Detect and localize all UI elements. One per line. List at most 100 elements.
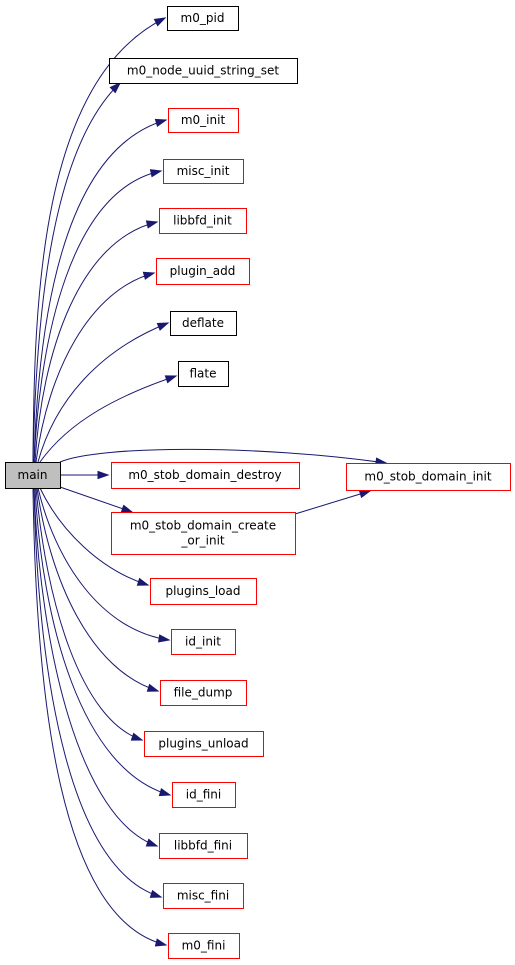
arrowhead-m0_stob_domain_init (358, 490, 372, 499)
arrowhead-m0_pid (153, 17, 167, 27)
arrowhead-misc_fini (149, 889, 163, 898)
node-label-file_dump: file_dump (174, 686, 233, 700)
arrowhead-m0_stob_domain_destroy (97, 470, 110, 480)
node-label-id_fini: id_fini (186, 788, 221, 802)
edge-main-to-libbfd_init (34, 221, 158, 463)
node-label-m0_stob_domain_create_or_init: _or_init (180, 534, 225, 548)
edge-m0_stob_domain_create_or_init-to-m0_stob_domain_init (294, 490, 371, 515)
node-label-m0_stob_domain_create_or_init: m0_stob_domain_create (130, 519, 276, 533)
node-box-libbfd_fini (159, 833, 248, 859)
node-box-file_dump (160, 680, 247, 706)
edges-layer (32, 17, 388, 947)
node-m0_init[interactable]: m0_init (168, 108, 239, 133)
node-box-id_init (171, 629, 236, 655)
node-plugins_unload[interactable]: plugins_unload (144, 731, 264, 757)
arrowhead-misc_init (149, 169, 163, 178)
node-label-m0_pid: m0_pid (181, 11, 225, 25)
node-misc_fini[interactable]: misc_fini (163, 883, 244, 909)
node-box-m0_stob_domain_destroy (111, 462, 300, 489)
edge-main-to-m0_node_uuid_string_set (32, 82, 121, 463)
node-box-m0_stob_domain_init (346, 463, 511, 491)
edge-main-to-m0_pid (32, 17, 166, 463)
node-label-deflate: deflate (182, 316, 224, 330)
root-node-main[interactable]: main (5, 462, 61, 489)
node-box-flate (178, 361, 229, 387)
node-label-m0_stob_domain_init: m0_stob_domain_init (364, 470, 491, 484)
node-label-misc_fini: misc_fini (177, 889, 229, 903)
node-flate[interactable]: flate (178, 361, 229, 387)
arrowhead-m0_stob_domain_create_or_init (120, 504, 134, 513)
node-label-id_init: id_init (185, 635, 221, 649)
edge-main-to-plugin_add (35, 272, 155, 463)
node-m0_stob_domain_init[interactable]: m0_stob_domain_init (346, 463, 511, 491)
edge-main-to-misc_init (33, 170, 162, 463)
arrowhead-m0_init (154, 118, 168, 127)
node-plugins_load[interactable]: plugins_load (150, 578, 257, 605)
edge-main-to-id_init (37, 487, 170, 641)
node-box-misc_init (163, 159, 244, 184)
node-m0_stob_domain_create_or_init[interactable]: m0_stob_domain_create_or_init (111, 512, 296, 555)
edge-main-to-m0_init (33, 119, 167, 463)
arrowhead-id_fini (158, 788, 172, 797)
edge-main-to-flate (39, 375, 177, 463)
edge-main-to-m0_stob_domain_init (59, 448, 387, 464)
node-label-plugin_add: plugin_add (170, 264, 236, 278)
node-deflate[interactable]: deflate (170, 311, 237, 336)
root-node-label: main (18, 468, 48, 482)
edge-main-to-plugins_load (39, 487, 149, 586)
arrowhead-plugins_unload (130, 732, 144, 741)
node-box-plugin_add (156, 258, 250, 285)
node-misc_init[interactable]: misc_init (163, 159, 244, 184)
node-m0_stob_domain_destroy[interactable]: m0_stob_domain_destroy (111, 462, 300, 489)
node-box-m0_pid (167, 6, 239, 31)
edge-main-to-m0_stob_domain_create_or_init (59, 486, 133, 513)
root-node-box (5, 462, 61, 489)
arrowhead-m0_fini (154, 938, 168, 947)
arrowhead-flate (164, 375, 178, 384)
nodes-layer: main m0_pid m0_node_uuid_string_set m0_init… (5, 6, 511, 959)
node-box-m0_init (168, 108, 239, 133)
node-id_fini[interactable]: id_fini (172, 782, 236, 808)
node-m0_fini[interactable]: m0_fini (168, 933, 240, 959)
node-file_dump[interactable]: file_dump (160, 680, 247, 706)
node-label-libbfd_fini: libbfd_fini (174, 839, 232, 853)
node-box-m0_node_uuid_string_set (109, 58, 298, 84)
node-label-m0_init: m0_init (181, 113, 226, 127)
edge-main-to-file_dump (36, 487, 159, 692)
node-box-libbfd_init (159, 208, 247, 234)
node-label-m0_fini: m0_fini (182, 939, 226, 953)
node-id_init[interactable]: id_init (171, 629, 236, 655)
arrowhead-deflate (156, 322, 170, 331)
node-box-plugins_unload (144, 731, 264, 757)
node-box-misc_fini (163, 883, 244, 909)
node-label-misc_init: misc_init (177, 164, 230, 178)
node-libbfd_init[interactable]: libbfd_init (159, 208, 247, 234)
node-box-id_fini (172, 782, 236, 808)
node-label-flate: flate (190, 367, 217, 381)
node-label-plugins_load: plugins_load (165, 584, 240, 598)
edge-main-to-plugins_unload (35, 487, 143, 741)
node-m0_pid[interactable]: m0_pid (167, 6, 239, 31)
node-plugin_add[interactable]: plugin_add (156, 258, 250, 285)
arrowhead-libbfd_init (145, 220, 159, 229)
node-label-m0_stob_domain_destroy: m0_stob_domain_destroy (128, 468, 281, 482)
node-box-deflate (170, 311, 237, 336)
arrowhead-plugins_load (136, 577, 150, 586)
node-libbfd_fini[interactable]: libbfd_fini (159, 833, 248, 859)
arrowhead-plugin_add (142, 271, 156, 280)
edge-main-to-libbfd_fini (33, 487, 158, 847)
edge-main-to-deflate (37, 322, 169, 463)
edge-main-to-m0_fini (32, 487, 167, 946)
node-m0_node_uuid_string_set[interactable]: m0_node_uuid_string_set (109, 58, 298, 84)
node-box-m0_fini (168, 933, 240, 959)
node-label-plugins_unload: plugins_unload (158, 737, 248, 751)
edge-main-to-id_fini (34, 487, 171, 796)
node-label-libbfd_init: libbfd_init (173, 214, 232, 228)
node-label-m0_node_uuid_string_set: m0_node_uuid_string_set (127, 64, 280, 78)
arrowhead-file_dump (146, 683, 160, 692)
edge-main-to-misc_fini (33, 487, 162, 898)
arrowhead-libbfd_fini (145, 838, 159, 847)
node-box-m0_stob_domain_create_or_init (111, 512, 296, 555)
node-box-plugins_load (150, 578, 257, 605)
